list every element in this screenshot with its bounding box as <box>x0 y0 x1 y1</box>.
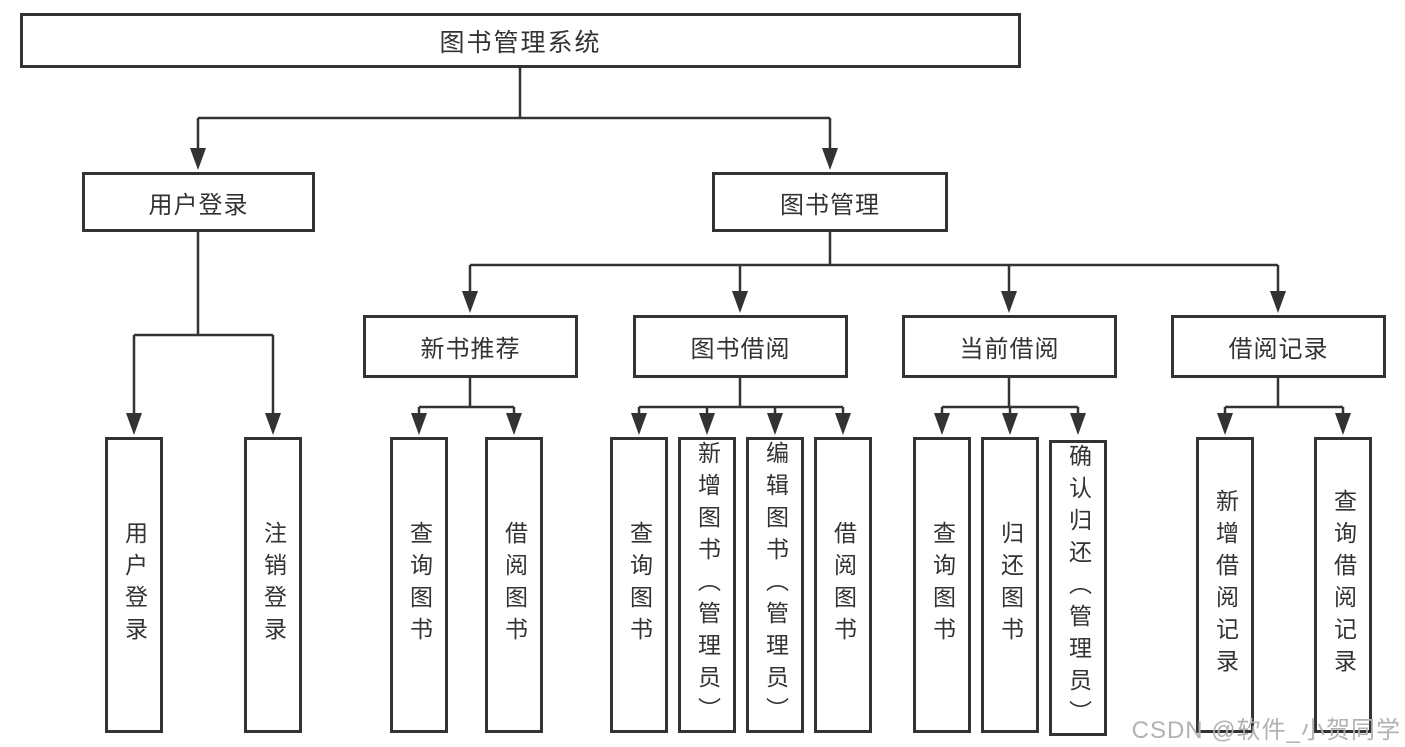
leaf-records-add-borrow-record-label: 新增借阅记录 <box>1212 489 1239 681</box>
node-new-book-recommend-label: 新书推荐 <box>420 336 521 363</box>
node-root-system: 图书管理系统 <box>20 13 1021 68</box>
leaf-current-confirm-return-admin: 确认归还（管理员） <box>1049 440 1107 736</box>
leaf-current-query-books: 查询图书 <box>913 437 971 733</box>
leaf-current-query-books-label: 查询图书 <box>929 521 956 649</box>
node-book-management-label: 图书管理 <box>780 191 880 219</box>
leaf-borrowing-query-books-label: 查询图书 <box>626 521 653 649</box>
leaf-records-query-borrow-record: 查询借阅记录 <box>1314 437 1372 733</box>
node-current-borrowing-label: 当前借阅 <box>959 336 1060 363</box>
leaf-borrowing-add-books-admin-label: 新增图书（管理员） <box>694 441 721 729</box>
leaf-borrowing-borrow-books: 借阅图书 <box>814 437 872 733</box>
node-current-borrowing: 当前借阅 <box>902 315 1117 378</box>
leaf-current-confirm-return-admin-label: 确认归还（管理员） <box>1065 444 1092 732</box>
leaf-records-add-borrow-record: 新增借阅记录 <box>1196 437 1254 733</box>
leaf-logout-login: 注销登录 <box>244 437 302 733</box>
node-book-management: 图书管理 <box>712 172 948 232</box>
node-borrowing-records: 借阅记录 <box>1171 315 1386 378</box>
leaf-newbook-query-books-label: 查询图书 <box>406 521 433 649</box>
node-book-borrowing-label: 图书借阅 <box>690 336 791 363</box>
node-new-book-recommend: 新书推荐 <box>363 315 578 378</box>
leaf-borrowing-query-books: 查询图书 <box>610 437 668 733</box>
leaf-borrowing-edit-books-admin-label: 编辑图书（管理员） <box>762 441 789 729</box>
leaf-logout-login-label: 注销登录 <box>260 521 287 649</box>
leaf-current-return-books-label: 归还图书 <box>997 521 1024 649</box>
node-borrowing-records-label: 借阅记录 <box>1228 336 1329 363</box>
leaf-user-login-label: 用户登录 <box>121 521 148 649</box>
leaf-newbook-borrow-books-label: 借阅图书 <box>501 521 528 649</box>
csdn-watermark: CSDN @软件_小贺同学 <box>1131 717 1401 744</box>
leaf-user-login: 用户登录 <box>105 437 163 733</box>
leaf-current-return-books: 归还图书 <box>981 437 1039 733</box>
node-book-borrowing: 图书借阅 <box>633 315 848 378</box>
node-user-login-label: 用户登录 <box>148 191 249 219</box>
leaf-records-query-borrow-record-label: 查询借阅记录 <box>1330 489 1357 681</box>
leaf-newbook-query-books: 查询图书 <box>390 437 448 733</box>
leaf-borrowing-borrow-books-label: 借阅图书 <box>830 521 857 649</box>
leaf-borrowing-add-books-admin: 新增图书（管理员） <box>678 437 736 733</box>
leaf-newbook-borrow-books: 借阅图书 <box>485 437 543 733</box>
leaf-borrowing-edit-books-admin: 编辑图书（管理员） <box>746 437 804 733</box>
node-user-login: 用户登录 <box>82 172 315 232</box>
node-root-label: 图书管理系统 <box>439 28 602 57</box>
